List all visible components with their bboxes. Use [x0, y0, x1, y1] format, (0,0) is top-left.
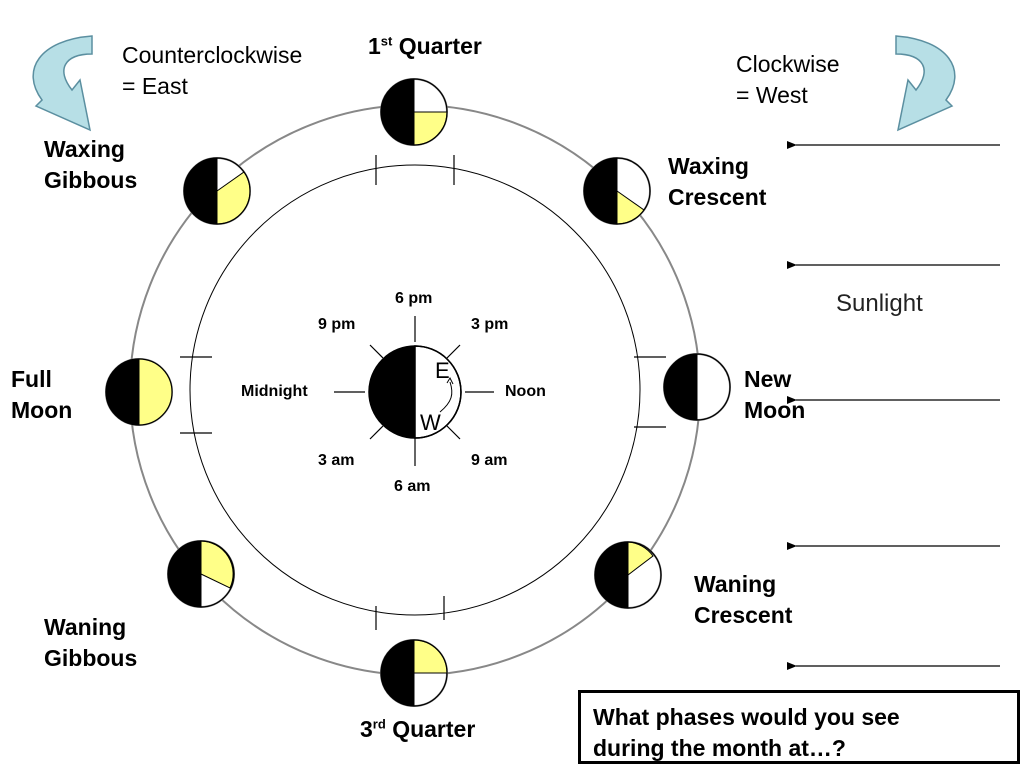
counterclockwise-arrow-icon	[32, 35, 93, 132]
time-9am: 9 am	[471, 452, 508, 469]
label-new-moon: New Moon	[744, 364, 805, 426]
moon-waning-gibbous	[167, 540, 235, 608]
clockwise-line2: = West	[736, 82, 808, 108]
third-quarter-suffix: rd	[372, 716, 386, 732]
moon-first-quarter	[380, 78, 448, 146]
waning-gibbous-line2: Gibbous	[44, 645, 138, 671]
first-quarter-suffix: st	[380, 33, 393, 49]
time-midnight: Midnight	[241, 383, 308, 400]
new-moon-line1: New	[744, 366, 792, 392]
moon-waxing-gibbous	[183, 157, 251, 225]
moon-new	[663, 353, 731, 421]
label-full-moon: Full Moon	[11, 364, 72, 426]
earth	[334, 316, 494, 466]
new-moon-line2: Moon	[744, 397, 806, 423]
moon-third-quarter	[380, 639, 448, 707]
orbit-ticks	[180, 155, 666, 630]
time-6pm: 6 pm	[395, 290, 433, 307]
waning-crescent-line2: Crescent	[694, 602, 793, 628]
time-6am: 6 am	[394, 478, 431, 495]
full-moon-line1: Full	[11, 366, 52, 392]
waxing-gibbous-line1: Waxing	[44, 136, 125, 162]
counterclockwise-line2: = East	[122, 73, 188, 99]
inner-orbit	[189, 164, 641, 616]
earth-time-ticks	[334, 316, 494, 466]
waxing-crescent-line2: Crescent	[668, 184, 767, 210]
third-quarter-number: 3	[360, 716, 373, 742]
moon-full	[105, 358, 173, 426]
full-moon-line2: Moon	[11, 397, 73, 423]
waxing-gibbous-line2: Gibbous	[44, 167, 138, 193]
time-noon: Noon	[505, 383, 546, 400]
label-third-quarter: 3rd Quarter	[360, 714, 475, 745]
waning-gibbous-line1: Waning	[44, 614, 127, 640]
label-first-quarter: 1st Quarter	[368, 31, 482, 62]
clockwise-line1: Clockwise	[736, 51, 840, 77]
clockwise-arrow-icon	[895, 35, 956, 132]
label-waxing-crescent: Waxing Crescent	[668, 151, 766, 213]
first-quarter-word: Quarter	[398, 33, 482, 59]
time-3am: 3 am	[318, 452, 355, 469]
waning-crescent-line1: Waning	[694, 571, 777, 597]
label-waxing-gibbous: Waxing Gibbous	[44, 134, 137, 196]
question-box: What phases would you see during the mon…	[578, 690, 1020, 764]
question-line2: during the month at…?	[593, 735, 846, 761]
waxing-crescent-line1: Waxing	[668, 153, 749, 179]
time-9pm: 9 pm	[318, 316, 356, 333]
sunlight-label: Sunlight	[836, 290, 923, 317]
sunlight-rays	[787, 141, 1000, 670]
direction-east: E	[435, 358, 450, 383]
counterclockwise-line1: Counterclockwise	[122, 42, 303, 68]
moon-waning-crescent	[594, 541, 662, 609]
counterclockwise-note: Counterclockwise = East	[122, 40, 302, 102]
moon-waxing-crescent	[583, 157, 651, 225]
question-line1: What phases would you see	[593, 704, 900, 730]
label-waning-crescent: Waning Crescent	[694, 569, 792, 631]
third-quarter-word: Quarter	[392, 716, 476, 742]
direction-west: W	[420, 410, 441, 435]
time-3pm: 3 pm	[471, 316, 509, 333]
label-waning-gibbous: Waning Gibbous	[44, 612, 137, 674]
clockwise-note: Clockwise = West	[736, 49, 840, 111]
first-quarter-number: 1	[368, 33, 381, 59]
